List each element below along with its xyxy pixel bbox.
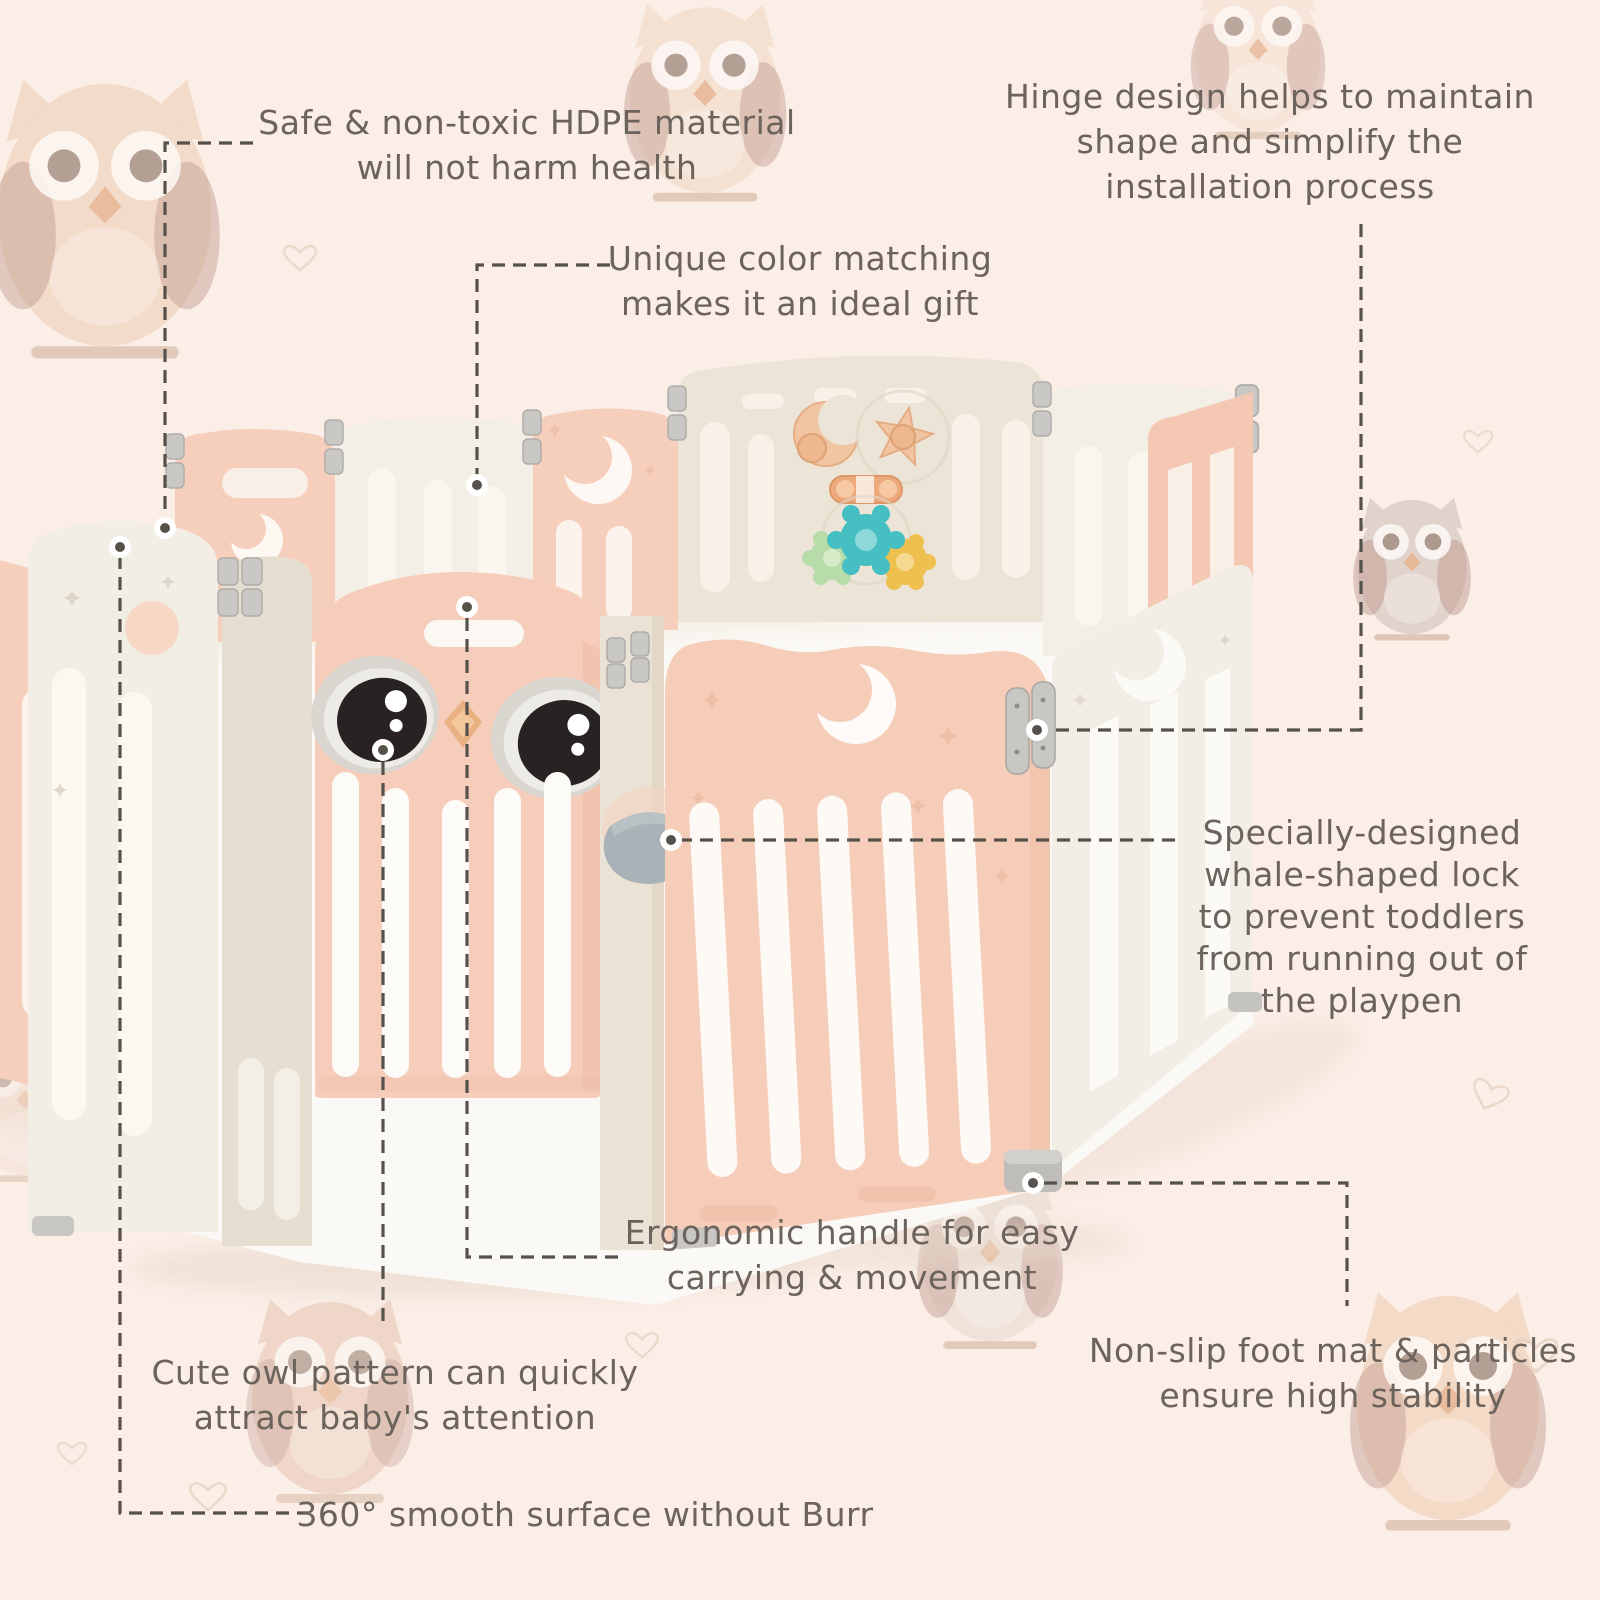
dot-hinge-design — [1026, 719, 1048, 741]
gear-teal-icon — [827, 505, 905, 575]
connector-color-matching — [475, 263, 610, 477]
front-right-panel — [665, 639, 1062, 1250]
callout-smooth-surface: 360° smooth surface without Burr — [296, 1492, 873, 1537]
owl-door — [311, 572, 623, 1098]
callout-owl-pattern: Cute owl pattern can quickly attract bab… — [151, 1350, 638, 1440]
callout-line: whale-shaped lock — [1204, 855, 1520, 894]
callout-dots — [109, 474, 1048, 1194]
callout-line: ensure high stability — [1159, 1376, 1507, 1415]
owl-left-eye-icon — [311, 655, 439, 775]
dot-color-matching — [466, 474, 488, 496]
connector-non-slip — [1044, 1181, 1349, 1306]
connector-hinge-design — [1048, 224, 1363, 732]
callout-line: Cute owl pattern can quickly — [151, 1353, 639, 1392]
door-handle — [424, 620, 524, 647]
callout-line: attract baby's attention — [193, 1398, 597, 1437]
callout-connectors — [118, 141, 1363, 1515]
connector-safe-material — [163, 141, 253, 520]
callout-color-matching: Unique color matching makes it an ideal … — [608, 236, 993, 326]
foot-pad-icon — [671, 1226, 719, 1250]
callout-line: makes it an ideal gift — [621, 284, 979, 323]
dot-non-slip — [1022, 1172, 1044, 1194]
right-wall — [1052, 392, 1262, 1170]
slider-toy-icon — [829, 475, 903, 504]
callout-line: the playpen — [1260, 981, 1464, 1020]
foot-pad-icon — [1228, 992, 1262, 1012]
owl-right-eye-icon — [491, 676, 623, 800]
hinge-icon-door-top — [606, 631, 650, 689]
left-wall — [0, 521, 312, 1246]
hinge-icon-front-left — [217, 557, 263, 617]
gear-icons — [802, 494, 936, 590]
callout-whale-lock: Specially-designed whale-shaped lock to … — [1197, 812, 1528, 1022]
dot-owl-pattern — [372, 739, 394, 761]
callout-safe-material: Safe & non-toxic HDPE material will not … — [258, 100, 795, 190]
callout-line: Non-slip foot mat & particles — [1088, 1331, 1578, 1370]
foot-pad-icon — [32, 1216, 74, 1236]
dot-smooth-surface — [109, 536, 131, 558]
dot-safe-material — [154, 517, 176, 539]
callout-line: 360° smooth surface without Burr — [296, 1495, 874, 1534]
callout-line: Hinge design helps to maintain — [1005, 77, 1535, 116]
callout-line: installation process — [1105, 167, 1435, 206]
toy-panel — [678, 355, 1043, 622]
dot-whale-lock — [660, 829, 682, 851]
callout-ergonomic-handle: Ergonomic handle for easy carrying & mov… — [625, 1210, 1080, 1300]
callout-non-slip: Non-slip foot mat & particles ensure hig… — [1089, 1328, 1577, 1418]
connector-smooth-surface — [118, 558, 310, 1515]
callout-line: Specially-designed — [1202, 813, 1522, 852]
callout-line: shape and simplify the — [1076, 122, 1464, 161]
callout-line: Safe & non-toxic HDPE material — [258, 103, 796, 142]
star-toy-icon — [855, 389, 951, 485]
callout-line: carrying & movement — [666, 1258, 1038, 1297]
callout-hinge-design: Hinge design helps to maintain shape and… — [1005, 74, 1535, 209]
dot-ergonomic-handle — [456, 596, 478, 618]
callout-line: will not harm health — [356, 148, 698, 187]
callout-line: to prevent toddlers — [1198, 897, 1526, 936]
callout-line: from running out of — [1196, 939, 1528, 978]
callout-line: Unique color matching — [607, 239, 993, 278]
callout-line: Ergonomic handle for easy — [624, 1213, 1080, 1252]
connector-ergonomic-handle — [465, 618, 622, 1259]
